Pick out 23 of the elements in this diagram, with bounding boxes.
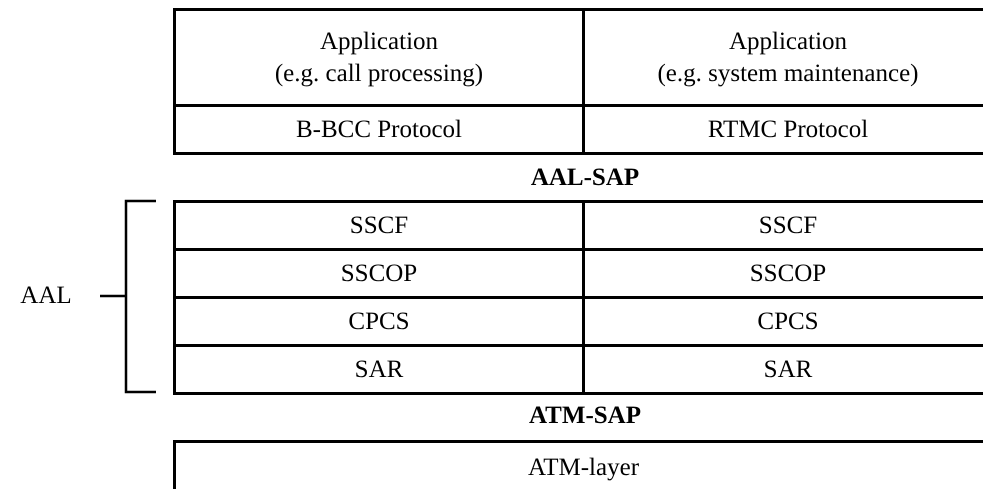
interface-label: ATM-SAP [528,401,642,432]
cell-text: ATM-layer [528,453,640,484]
layer-cell [173,440,983,489]
cell-text: CPCS [348,306,410,337]
cell-text: B-BCC Protocol [296,114,462,145]
cell-text: SSCOP [750,258,826,289]
cell-text: Application [728,27,848,58]
cell-text: (e.g. call processing) [274,58,484,88]
cell-text: CPCS [757,306,819,337]
interface-label: AAL-SAP [530,163,640,194]
cell-text: Application [320,27,438,58]
cell-text: SSCOP [340,258,418,289]
cell-text: SAR [354,354,404,385]
layer-label: AAL [20,281,72,312]
layer-cell [173,344,585,395]
cell-text: (e.g. system maintenance) [657,58,918,88]
layer-cell [173,8,585,107]
layer-cell [173,200,585,251]
cell-text: SSCF [350,210,408,241]
cell-text: SSCF [758,210,818,241]
layer-cell [173,104,585,155]
cell-text: RTMC Protocol [708,114,868,145]
cell-text: SAR [764,354,812,385]
